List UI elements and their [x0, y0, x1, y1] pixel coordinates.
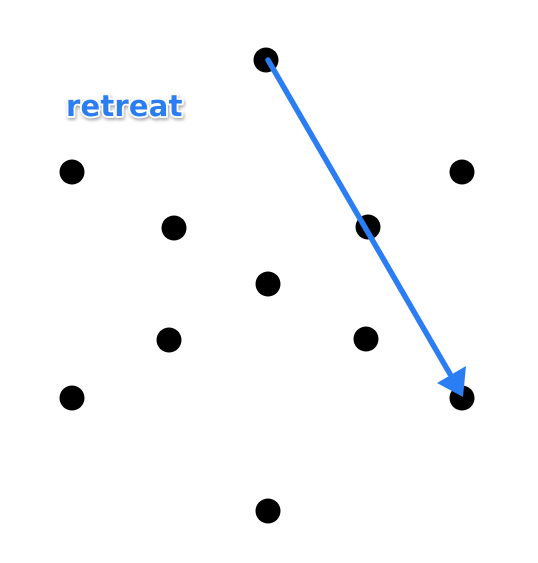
- dot-lower-left: [59, 385, 85, 411]
- dot-center: [255, 271, 281, 297]
- dot-upper-left: [59, 159, 85, 185]
- retreat-arrow: [265, 57, 466, 397]
- dot-inner-lower-right: [353, 326, 379, 352]
- arrow-head: [437, 366, 466, 397]
- dot-inner-lower-left: [156, 327, 182, 353]
- arrow-shaft: [265, 57, 453, 377]
- move-label: retreat: [66, 89, 183, 123]
- dot-bottom: [255, 498, 281, 524]
- dot-inner-upper-left: [161, 215, 187, 241]
- dot-upper-right: [449, 159, 475, 185]
